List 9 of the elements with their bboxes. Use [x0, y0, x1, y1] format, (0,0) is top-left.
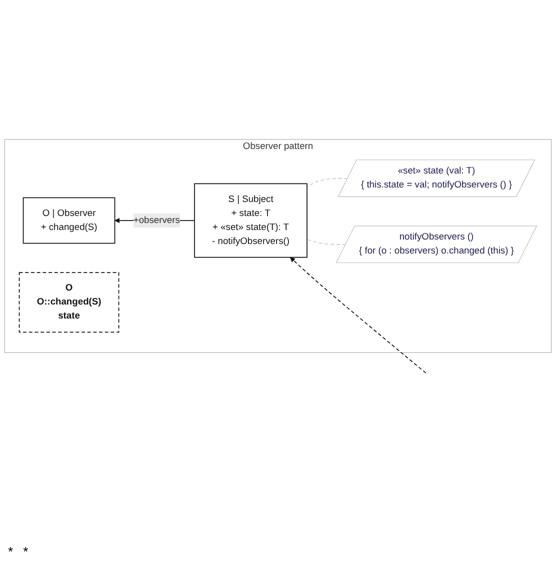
- multiplicity-label: *: [8, 544, 14, 559]
- arrow: [290, 257, 426, 374]
- node-box: O | Observer + changed(S): [22, 197, 116, 244]
- edge-label: +observers: [133, 215, 180, 226]
- node-box: O O::changed(S) state: [18, 272, 120, 333]
- connector: [306, 238, 346, 246]
- connector: [306, 178, 348, 188]
- multiplicity-label: *: [23, 544, 28, 559]
- node-box: S | Subject + state: T + «set» state(T): T - notifyObservers(): [194, 183, 308, 258]
